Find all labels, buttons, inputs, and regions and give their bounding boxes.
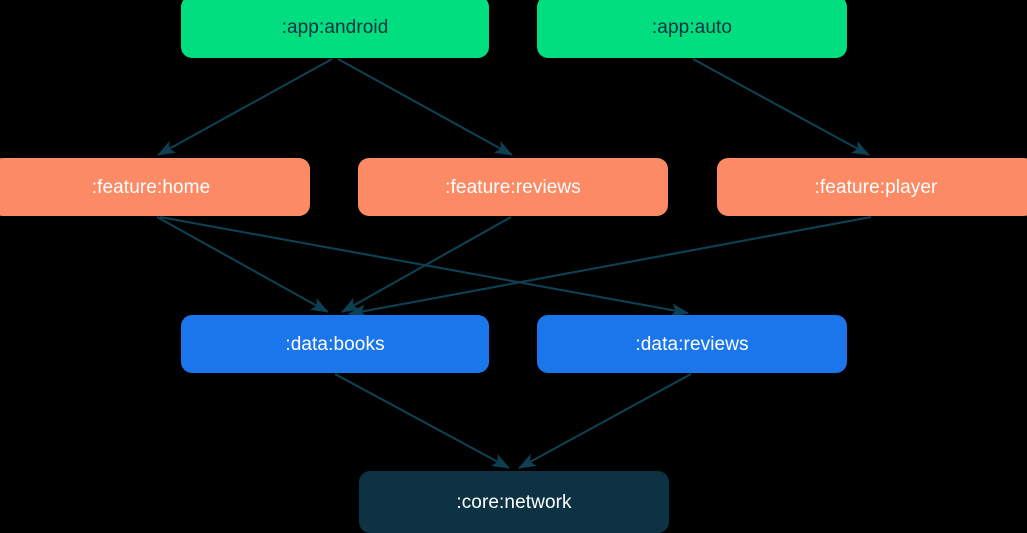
edge-home-datareviews (159, 215, 690, 317)
graph-node-label: :data:books (285, 333, 385, 355)
graph-node-feature-home[interactable]: :feature:home (0, 158, 310, 216)
graph-node-app-auto[interactable]: :app:auto (537, 0, 847, 58)
edge-player-books (347, 215, 872, 318)
edge-android-home (157, 58, 333, 156)
graph-node-label: :feature:home (91, 176, 211, 198)
graph-node-label: :feature:reviews (445, 176, 581, 198)
edge-group (156, 58, 872, 469)
edge-auto-player (692, 58, 870, 156)
graph-node-label: :app:android (281, 16, 389, 38)
graph-node-feature-reviews[interactable]: :feature:reviews (358, 158, 668, 216)
graph-node-feature-player[interactable]: :feature:player (717, 158, 1027, 216)
graph-node-label: :feature:player (814, 176, 938, 198)
edge-home-books (156, 216, 329, 313)
edge-featreviews-books (341, 216, 512, 313)
graph-node-data-books[interactable]: :data:books (181, 315, 489, 373)
graph-node-data-reviews[interactable]: :data:reviews (537, 315, 847, 373)
graph-node-label: :core:network (456, 491, 572, 513)
edge-android-reviews (337, 58, 513, 156)
edge-books-network (334, 373, 510, 469)
graph-node-label: :data:reviews (635, 333, 749, 355)
graph-node-label: :app:auto (651, 16, 733, 38)
edge-datareviews-network (518, 373, 692, 469)
graph-node-core-network[interactable]: :core:network (359, 471, 669, 533)
graph-node-app-android[interactable]: :app:android (181, 0, 489, 58)
